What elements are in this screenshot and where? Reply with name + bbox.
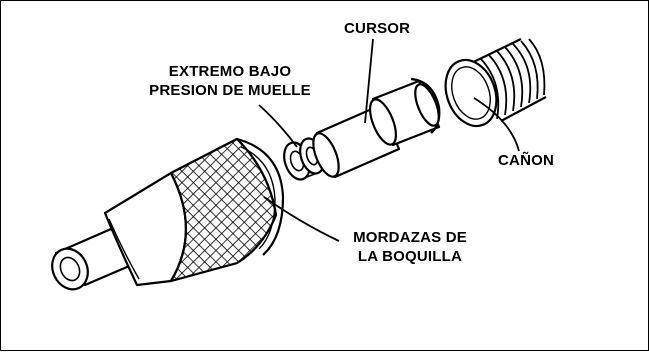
label-cursor: CURSOR (344, 19, 411, 38)
label-barrel: CAÑON (498, 151, 568, 170)
leader-mordazas (263, 196, 340, 242)
cursor-slider (312, 77, 441, 179)
label-collet-jaws: MORDAZAS DE LA BOQUILLA (336, 228, 484, 266)
barrel-threads (480, 38, 546, 120)
leader-extremo (258, 104, 298, 148)
leader-canon (473, 97, 520, 152)
label-cursor-text: CURSOR (344, 20, 411, 37)
barrel (444, 38, 561, 128)
label-spring-end: EXTREMO BAJO PRESION DE MUELLE (140, 62, 320, 100)
leader-cursor (364, 38, 374, 124)
collet-assembly (51, 137, 285, 291)
label-spring-end-line-1: EXTREMO BAJO (168, 63, 292, 80)
label-collet-jaws-line-1: MORDAZAS DE (353, 229, 467, 246)
label-collet-jaws-line-2: LA BOQUILLA (357, 248, 463, 265)
label-spring-end-line-2: PRESION DE MUELLE (149, 82, 311, 99)
label-barrel-text: CAÑON (498, 152, 554, 169)
leader-lines (258, 38, 520, 242)
